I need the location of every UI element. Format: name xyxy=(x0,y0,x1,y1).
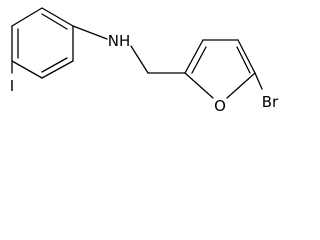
benzene-double-bond xyxy=(41,13,68,30)
benzene-bond xyxy=(11,7,43,27)
furan-double-bond xyxy=(191,46,207,74)
benzene-bond xyxy=(41,7,74,27)
c-n-bond xyxy=(72,25,108,40)
furan-bond xyxy=(237,39,256,74)
c-br-bond xyxy=(254,72,263,90)
benzene-bond xyxy=(41,60,74,79)
chemical-structure: I NH O Br xyxy=(10,7,279,115)
furan-bond xyxy=(226,72,256,99)
furan-bond xyxy=(184,39,204,74)
furan-ring xyxy=(184,39,256,99)
furan-bond xyxy=(184,72,214,99)
n-ch2-bond xyxy=(130,45,149,74)
amine-label: NH xyxy=(108,32,131,50)
iodine-label: I xyxy=(10,77,14,95)
benzene-ring xyxy=(11,7,74,79)
oxygen-label: O xyxy=(214,97,226,115)
furan-double-bond xyxy=(236,46,251,74)
benzene-double-bond xyxy=(41,57,68,73)
benzene-bond xyxy=(11,60,43,79)
bromine-label: Br xyxy=(262,93,279,111)
